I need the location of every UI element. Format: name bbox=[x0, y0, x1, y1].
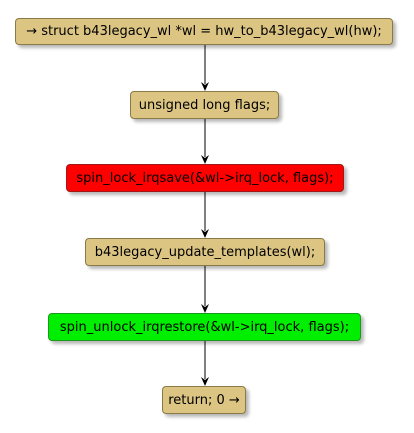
flags-declaration-text: unsigned long flags; bbox=[138, 97, 271, 113]
edge-n1-n2 bbox=[201, 45, 209, 91]
return-node: return; 0 → bbox=[162, 386, 246, 414]
spin-unlock-text: spin_unlock_irqrestore(&wl->irq_lock, fl… bbox=[59, 319, 350, 335]
edge-n2-n3 bbox=[201, 119, 209, 164]
spin-lock-text: spin_lock_irqsave(&wl->irq_lock, flags); bbox=[76, 170, 334, 186]
spin-unlock-node: spin_unlock_irqrestore(&wl->irq_lock, fl… bbox=[48, 313, 361, 341]
update-templates-node: b43legacy_update_templates(wl); bbox=[85, 238, 325, 266]
return-text: return; 0 → bbox=[168, 392, 240, 408]
entry-statement-node: → struct b43legacy_wl *wl = hw_to_b43leg… bbox=[15, 18, 393, 45]
spin-lock-node: spin_lock_irqsave(&wl->irq_lock, flags); bbox=[66, 164, 344, 192]
flags-declaration-node: unsigned long flags; bbox=[130, 91, 279, 119]
edge-n5-n6 bbox=[201, 341, 209, 386]
edge-n4-n5 bbox=[201, 266, 209, 313]
entry-statement-text: → struct b43legacy_wl *wl = hw_to_b43leg… bbox=[26, 24, 382, 39]
edge-n3-n4 bbox=[201, 192, 209, 238]
update-templates-text: b43legacy_update_templates(wl); bbox=[94, 244, 316, 260]
